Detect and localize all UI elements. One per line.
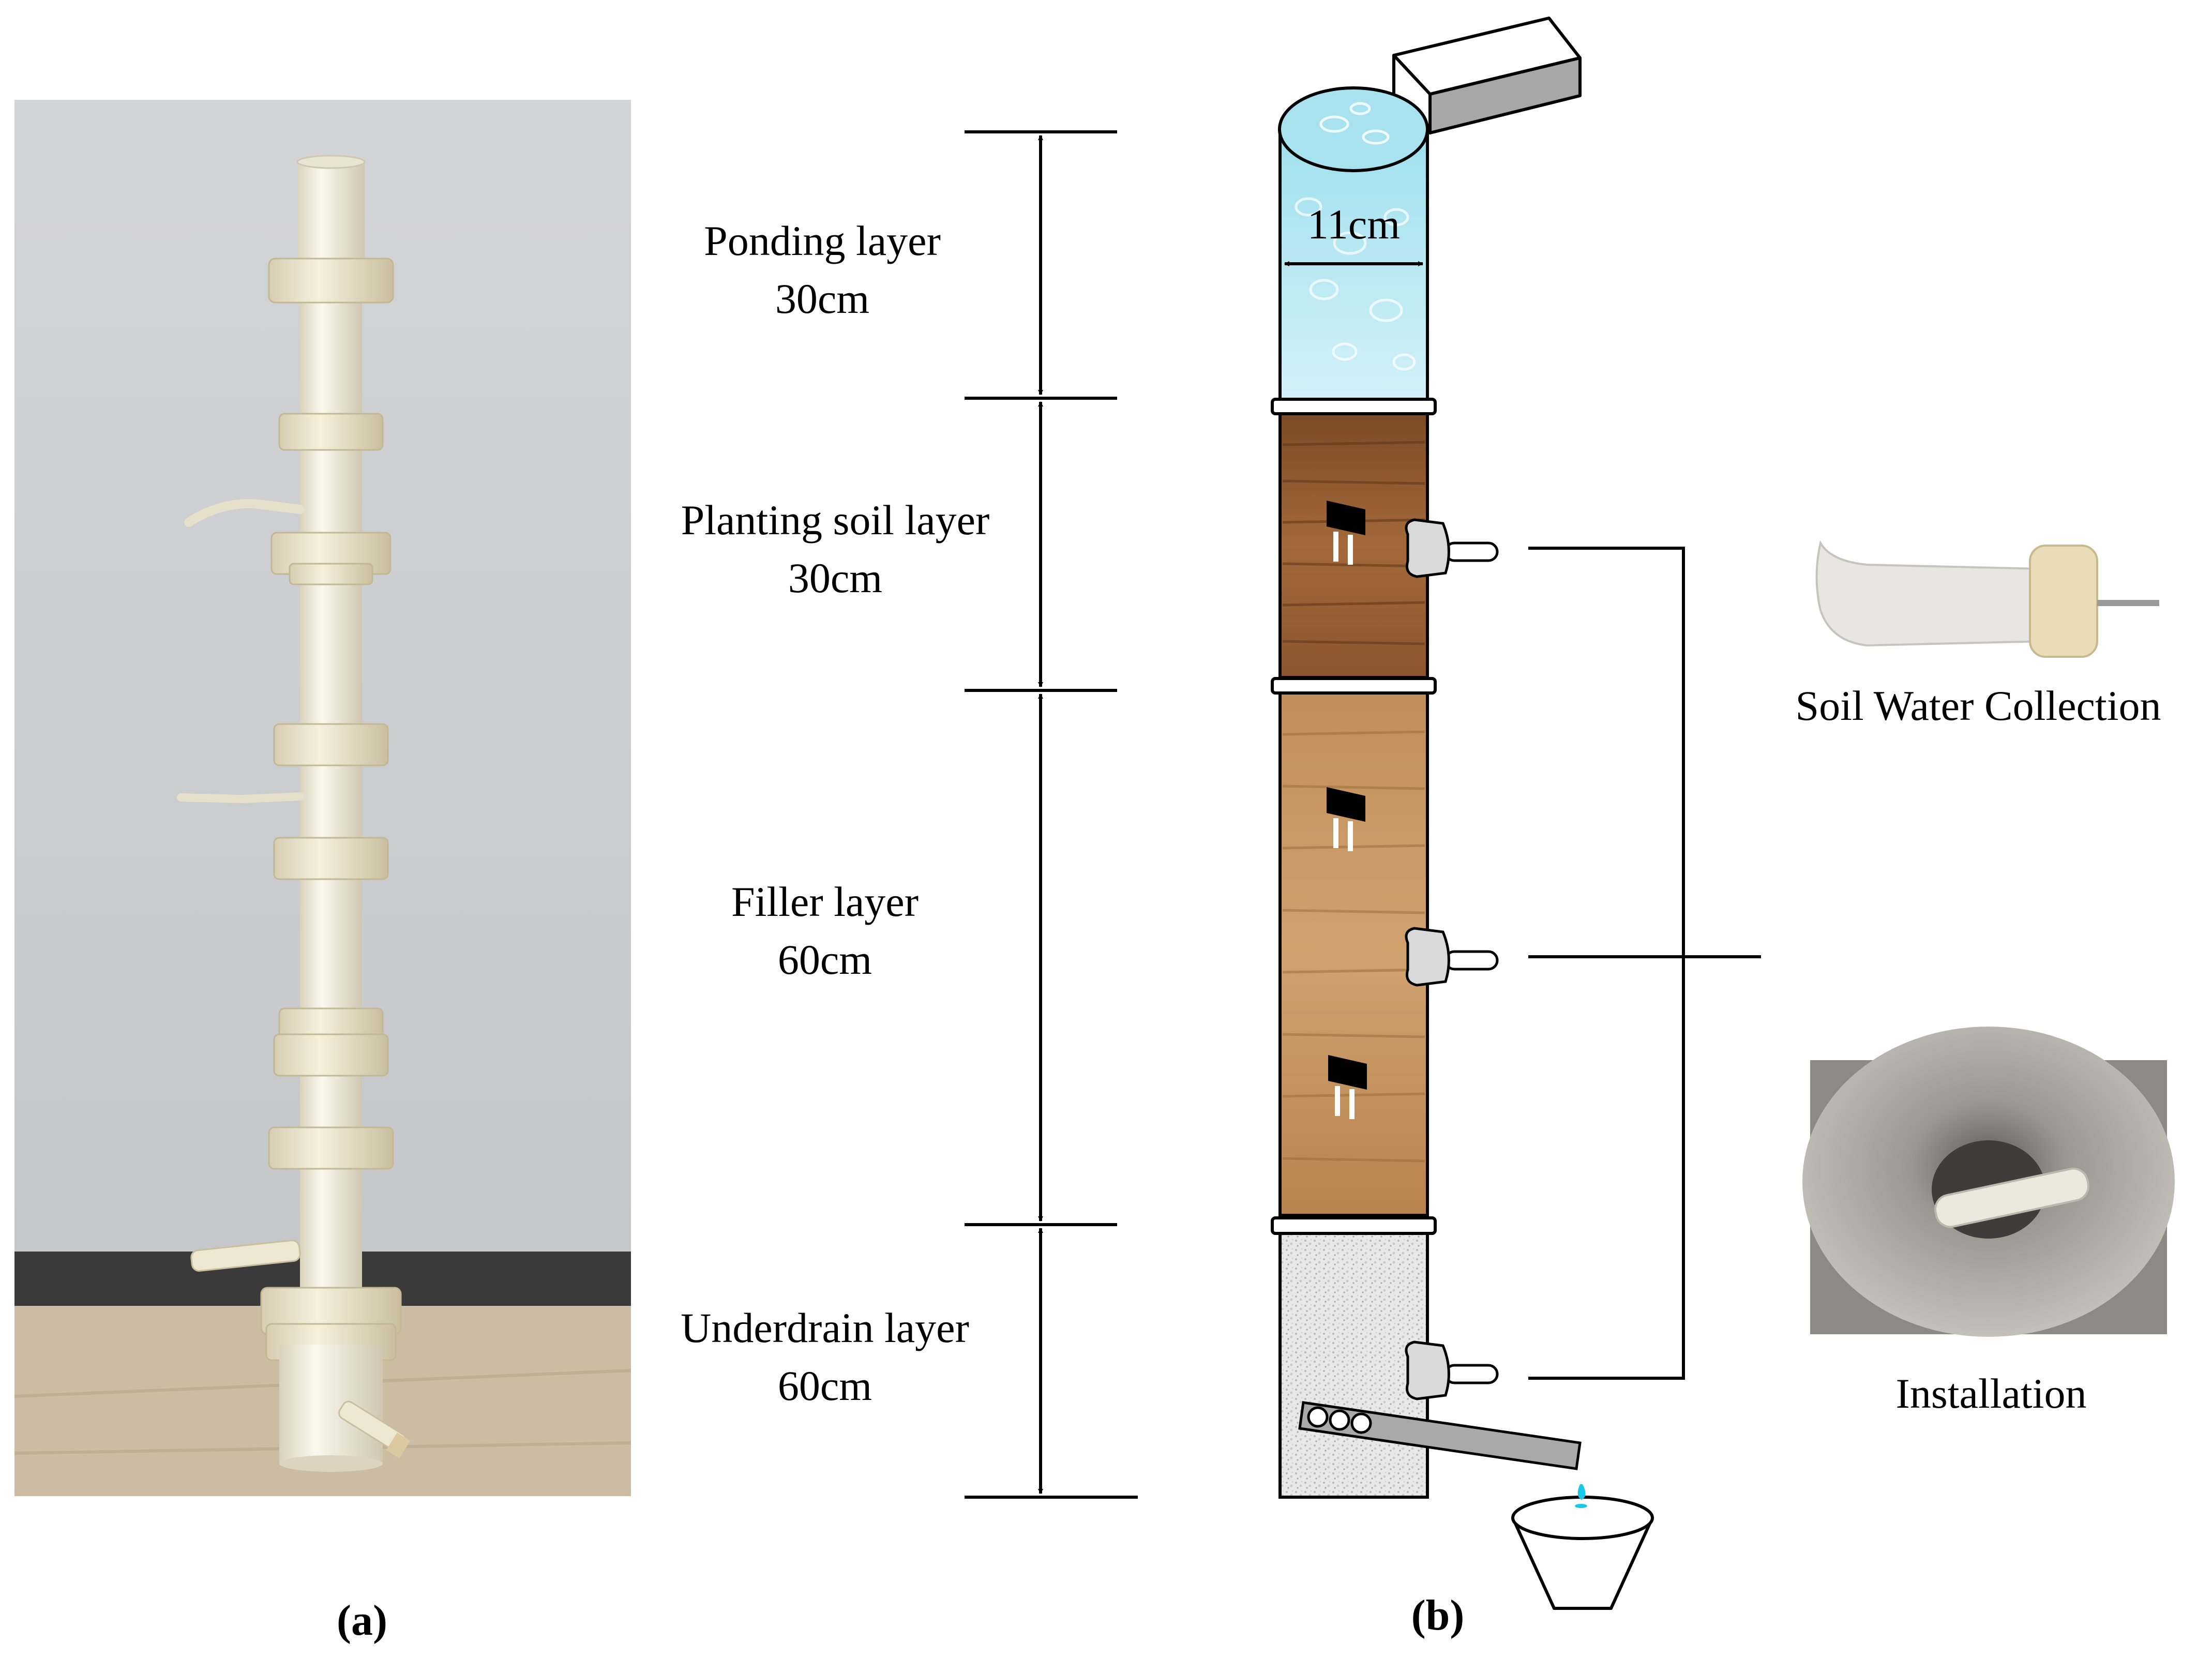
sampling-port xyxy=(1405,927,1499,987)
layer-size-ponding: 30cm xyxy=(775,275,870,322)
diameter-label: 11cm xyxy=(1307,201,1401,248)
sensor-icon xyxy=(1327,787,1365,851)
sampler-photo xyxy=(1815,540,2159,658)
photo-column xyxy=(14,100,631,1496)
installation-photo xyxy=(1802,1027,2175,1337)
connector-lines xyxy=(1528,547,1761,1380)
column-schematic xyxy=(1271,17,1654,1610)
layer-name-underdrain: Underdrain layer xyxy=(681,1304,969,1351)
layer-size-planting-soil: 30cm xyxy=(788,554,883,601)
caption-b: (b) xyxy=(1411,1591,1465,1639)
sensor-icon xyxy=(1327,501,1365,565)
layer-name-ponding: Ponding layer xyxy=(704,217,941,264)
layer-name-planting-soil: Planting soil layer xyxy=(681,496,990,544)
sampling-port xyxy=(1405,518,1499,578)
drain-pipe xyxy=(1298,1401,1582,1470)
caption-a: (a) xyxy=(337,1596,387,1645)
collection-bucket xyxy=(1511,1484,1654,1610)
sensor-icon xyxy=(1328,1055,1367,1119)
installation-caption: Installation xyxy=(1895,1370,2087,1417)
layer-name-filler: Filler layer xyxy=(731,878,919,925)
layer-size-underdrain: 60cm xyxy=(777,1362,872,1409)
sampler-caption: Soil Water Collection xyxy=(1795,682,2161,729)
layer-size-filler: 60cm xyxy=(777,936,872,983)
dimension-lines xyxy=(965,130,1138,1499)
sampling-port xyxy=(1405,1340,1499,1400)
